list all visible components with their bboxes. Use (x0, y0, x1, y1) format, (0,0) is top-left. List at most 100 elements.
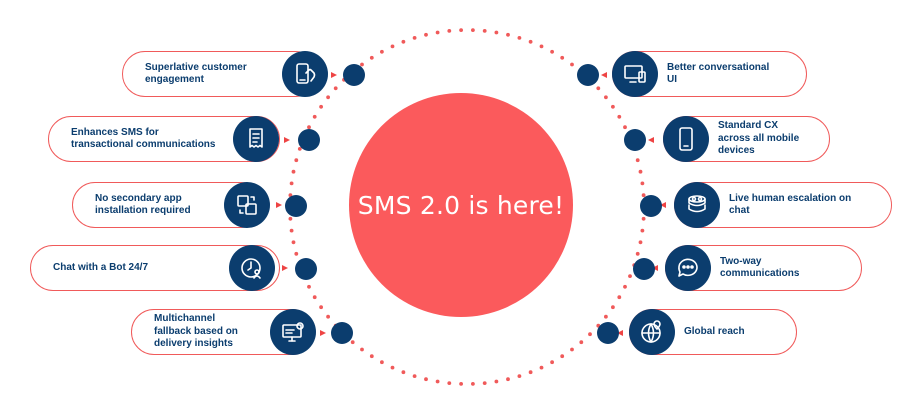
feature-label: Live human escalation on chat (729, 192, 852, 217)
ring-dot (640, 181, 645, 186)
ring-dot (459, 28, 463, 32)
arrow-marker (284, 137, 290, 143)
phone-touch-icon (282, 51, 328, 97)
ring-dot (635, 251, 640, 256)
arrow-marker (652, 265, 658, 271)
node-dot (285, 195, 307, 217)
ring-dot (579, 340, 584, 345)
ring-dot (482, 381, 487, 385)
ring-dot (494, 379, 499, 384)
ring-dot (560, 55, 565, 60)
ring-dot (550, 360, 554, 365)
ring-dot (288, 216, 293, 221)
feature-label: Multichannel fallback based on delivery … (154, 313, 238, 350)
globe-pin-icon (629, 309, 675, 355)
ring-dot (623, 125, 627, 130)
ring-dot (412, 36, 417, 40)
center-title: SMS 2.0 is here! (357, 190, 565, 220)
feature-label: Chat with a Bot 24/7 (53, 261, 149, 273)
ring-dot (447, 29, 452, 33)
node-dot (597, 322, 619, 344)
ring-dot (350, 340, 355, 345)
ring-dot (539, 44, 544, 49)
arrow-marker (331, 72, 337, 78)
ring-dot (459, 382, 463, 386)
ring-dot (294, 251, 299, 256)
ring-dot (640, 228, 645, 233)
ring-dot (638, 240, 643, 245)
feature-label: Superlative customer engagement (145, 61, 247, 86)
ring-dot (333, 86, 338, 91)
ring-dot (638, 169, 643, 174)
ring-dot (401, 370, 406, 375)
ring-dot (435, 379, 440, 384)
ring-dot (506, 32, 510, 37)
chat-bubble-icon (665, 245, 711, 291)
ring-dot (611, 104, 615, 109)
ring-dot (380, 360, 384, 365)
ring-dot (326, 95, 330, 100)
smartphone-icon (663, 116, 709, 162)
feature-label: Enhances SMS for transactional communica… (71, 126, 216, 151)
ring-dot (623, 284, 627, 289)
node-dot (343, 64, 365, 86)
clock-user-icon (229, 245, 275, 291)
ring-dot (528, 39, 533, 44)
node-dot (295, 258, 317, 280)
ring-dot (482, 29, 487, 33)
ring-dot (560, 354, 565, 359)
ring-dot (528, 370, 533, 375)
arrow-marker (320, 330, 326, 336)
arrow-marker (617, 330, 623, 336)
ring-dot (635, 158, 640, 163)
ring-dot (326, 314, 330, 319)
arrow-marker (282, 265, 288, 271)
ring-dot (289, 181, 294, 186)
ring-dot (471, 28, 475, 32)
ring-dot (291, 169, 296, 174)
ring-dot (390, 44, 395, 49)
center-circle: SMS 2.0 is here! (349, 93, 573, 317)
arrow-marker (601, 72, 607, 78)
feature-pill-customer-engagement: Superlative customer engagement (122, 51, 318, 97)
ring-dot (604, 314, 608, 319)
ring-dot (291, 240, 296, 245)
ring-dot (380, 49, 384, 54)
ring-dot (588, 332, 592, 337)
ring-dot (360, 347, 364, 352)
ring-dot (319, 305, 323, 310)
ring-dot (617, 114, 622, 119)
ring-dot (641, 216, 646, 221)
node-dot (633, 258, 655, 280)
ring-dot (617, 295, 622, 300)
ring-dot (369, 55, 374, 60)
node-dot (624, 129, 646, 151)
ring-dot (570, 62, 574, 67)
ring-dot (307, 284, 311, 289)
arrow-marker (660, 202, 666, 208)
node-dot (331, 322, 353, 344)
ring-dot (517, 36, 522, 40)
ring-dot (539, 365, 544, 370)
feature-label: No secondary app installation required (95, 192, 191, 217)
ring-dot (401, 39, 406, 44)
ring-dot (611, 305, 615, 310)
devices-icon (612, 51, 658, 97)
node-dot (577, 64, 599, 86)
ring-dot (390, 365, 395, 370)
arrow-marker (648, 137, 654, 143)
feature-label: Standard CX across all mobile devices (718, 120, 800, 157)
node-dot (298, 129, 320, 151)
ring-dot (312, 295, 317, 300)
ring-dot (307, 125, 311, 130)
feature-label: Two-way communications (720, 255, 800, 280)
ring-dot (435, 30, 440, 35)
ring-dot (447, 381, 452, 385)
ring-dot (494, 30, 499, 35)
ring-dot (424, 377, 428, 382)
node-dot (640, 195, 662, 217)
app-transfer-icon (224, 182, 270, 228)
document-icon (233, 116, 279, 162)
ring-dot (294, 158, 299, 163)
